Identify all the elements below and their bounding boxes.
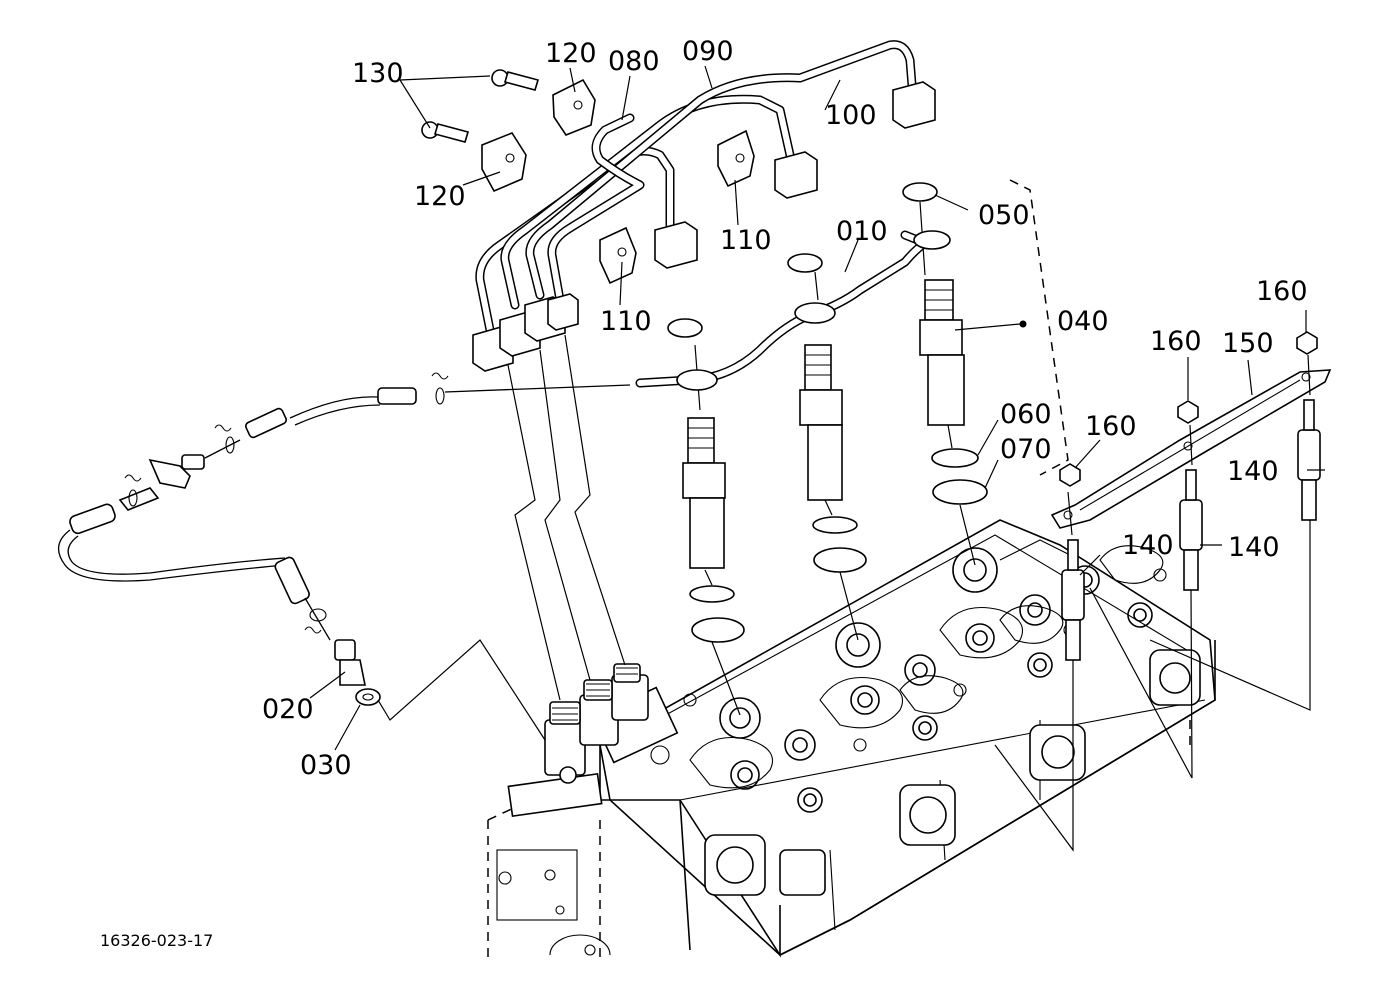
label-110-top: 110 xyxy=(720,225,772,256)
nozzle-holders xyxy=(667,182,988,716)
pump-delivery-valves xyxy=(544,663,649,784)
label-160-a: 160 xyxy=(1085,411,1137,442)
label-120-left: 120 xyxy=(414,181,466,212)
label-050: 050 xyxy=(978,200,1030,231)
label-120-top: 120 xyxy=(545,38,597,69)
fuel-return-hose xyxy=(58,372,631,641)
label-130: 130 xyxy=(352,58,404,89)
assembly-040-dot xyxy=(1019,320,1027,328)
label-140-b: 140 xyxy=(1122,530,1174,561)
part-labels: 130 120 080 090 100 120 110 110 050 010 … xyxy=(262,36,1308,781)
label-100: 100 xyxy=(825,100,877,131)
label-leaders xyxy=(309,65,1325,751)
label-160-b: 160 xyxy=(1150,326,1202,357)
injection-pipes xyxy=(472,40,936,701)
label-070: 070 xyxy=(1000,434,1052,465)
head-valve-holes xyxy=(650,547,1167,813)
banjo-bolt-and-washer xyxy=(334,639,546,741)
cylinder-head xyxy=(487,519,1216,960)
label-040: 040 xyxy=(1057,306,1109,337)
leakoff-pipe xyxy=(635,230,951,391)
glow-plug-set xyxy=(994,331,1332,852)
hose-clips xyxy=(124,372,449,634)
label-160-c: 160 xyxy=(1256,276,1308,307)
label-140-a: 140 xyxy=(1227,456,1279,487)
drawing-number: 16326-023-17 xyxy=(100,931,213,950)
label-140-c: 140 xyxy=(1228,532,1280,563)
label-090: 090 xyxy=(682,36,734,67)
label-060: 060 xyxy=(1000,399,1052,430)
pipe-clamps xyxy=(421,69,755,285)
label-110-mid: 110 xyxy=(600,306,652,337)
label-010: 010 xyxy=(836,216,888,247)
assembly-040-bracket xyxy=(1009,179,1069,476)
label-020: 020 xyxy=(262,694,314,725)
label-150: 150 xyxy=(1222,328,1274,359)
label-080: 080 xyxy=(608,46,660,77)
label-030: 030 xyxy=(300,750,352,781)
